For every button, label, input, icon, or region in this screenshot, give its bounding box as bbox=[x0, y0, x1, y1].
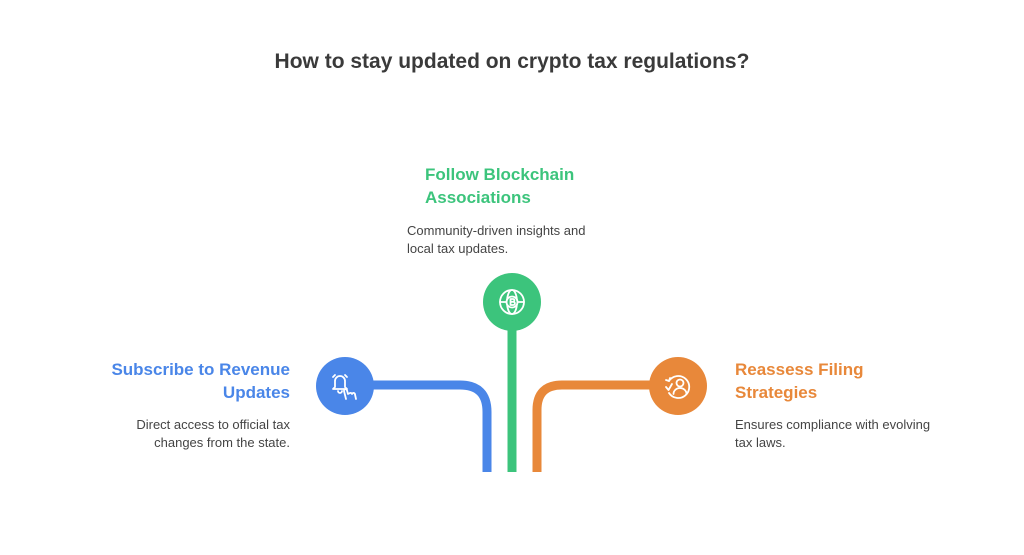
globe-bitcoin-icon bbox=[483, 273, 541, 331]
blue-connector bbox=[370, 380, 492, 472]
heading-line-2: Associations bbox=[425, 188, 531, 207]
bell-hand-icon bbox=[316, 357, 374, 415]
item-desc-follow: Community-driven insights and local tax … bbox=[407, 222, 585, 258]
person-refresh-icon bbox=[649, 357, 707, 415]
heading-line-1: Follow Blockchain bbox=[425, 165, 575, 184]
item-heading-reassess: Reassess Filing Strategies bbox=[735, 358, 864, 404]
desc-line-1: Direct access to official tax bbox=[136, 417, 290, 432]
desc-line-1: Community-driven insights and bbox=[407, 223, 586, 238]
heading-line-2: Updates bbox=[222, 383, 290, 402]
heading-line-1: Reassess Filing bbox=[735, 360, 864, 379]
heading-line-2: Strategies bbox=[735, 383, 818, 402]
desc-line-2: local tax updates. bbox=[407, 241, 509, 256]
item-heading-subscribe: Subscribe to Revenue Updates bbox=[111, 358, 290, 404]
desc-line-2: changes from the state. bbox=[154, 435, 290, 450]
item-desc-reassess: Ensures compliance with evolving tax law… bbox=[735, 416, 930, 452]
heading-line-1: Subscribe to Revenue bbox=[111, 360, 290, 379]
desc-line-1: Ensures compliance with evolving bbox=[735, 417, 931, 432]
desc-line-2: tax laws. bbox=[735, 435, 786, 450]
page-title: How to stay updated on crypto tax regula… bbox=[274, 50, 750, 73]
item-desc-subscribe: Direct access to official tax changes fr… bbox=[136, 416, 290, 452]
orange-connector bbox=[532, 380, 655, 472]
item-heading-follow: Follow Blockchain Associations bbox=[425, 163, 574, 209]
